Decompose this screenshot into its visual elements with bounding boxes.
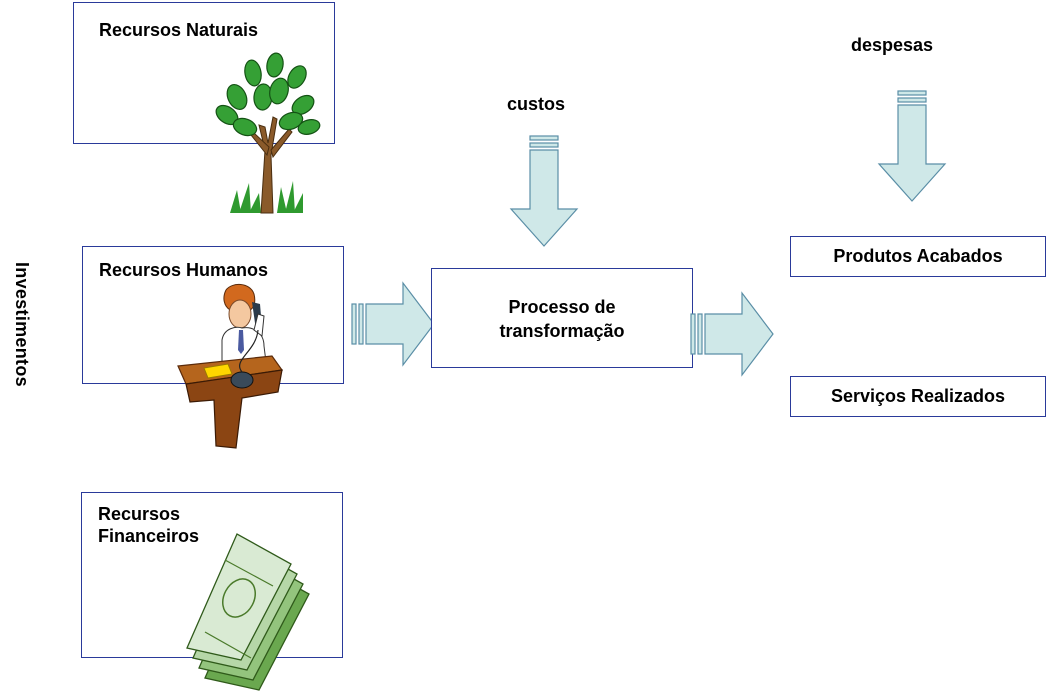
processo-box: Processo de transformação: [431, 268, 693, 368]
recursos-naturais-label: Recursos Naturais: [99, 20, 259, 40]
despesas-label: despesas: [851, 35, 934, 55]
recursos-financeiros-label: Recursos Financeiros: [98, 504, 200, 546]
recursos-financeiros-box: Recursos Financeiros: [81, 492, 343, 658]
recursos-humanos-label: Recursos Humanos: [99, 260, 269, 280]
recursos-humanos-box: Recursos Humanos: [82, 246, 344, 384]
produtos-acabados-box: Produtos Acabados: [790, 236, 1046, 277]
servicos-realizados-box: Serviços Realizados: [790, 376, 1046, 417]
money-stack-icon: [186, 533, 310, 691]
custos-label: custos: [507, 94, 566, 114]
input-arrow: [351, 281, 435, 367]
tree-icon: [215, 52, 321, 214]
output-arrow: [690, 291, 774, 377]
custos-arrow: [509, 135, 579, 247]
despesas-arrow: [877, 90, 947, 202]
investimentos-label: Investimentos: [12, 262, 32, 387]
produtos-acabados-label: Produtos Acabados: [833, 246, 1003, 266]
processo-label: Processo de transformação: [499, 297, 625, 341]
person-at-desk-icon: [177, 284, 284, 449]
servicos-realizados-label: Serviços Realizados: [830, 386, 1006, 406]
